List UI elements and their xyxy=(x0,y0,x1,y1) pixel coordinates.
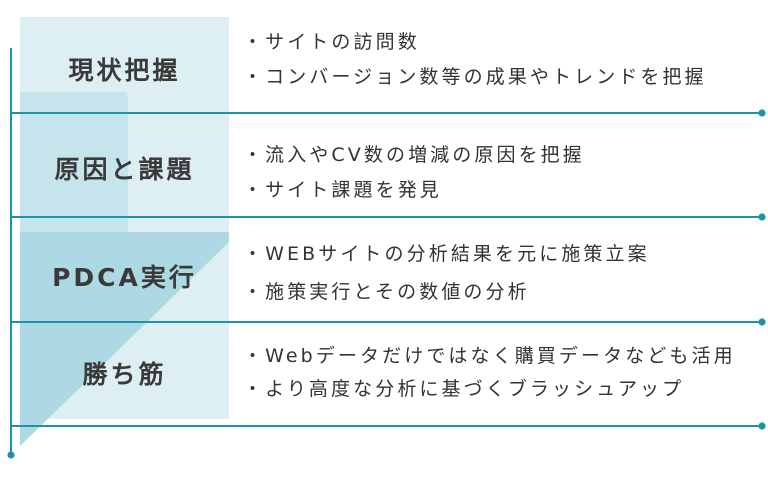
stage-3-bullet-1: ・WEBサイトの分析結果を元に施策立案 xyxy=(243,243,650,265)
stage-1-bullet-1: ・サイトの訪問数 xyxy=(243,31,420,53)
stage-2-bullet-2: ・サイト課題を発見 xyxy=(243,179,442,201)
stage-block-dark xyxy=(20,232,229,446)
stage-3-bullet-2: ・施策実行とその数値の分析 xyxy=(243,281,530,303)
stage-label-3: PDCA実行 xyxy=(52,263,197,292)
stage-2-bullet-1: ・流入やCV数の増減の原因を把握 xyxy=(243,144,585,166)
stage-label-1: 現状把握 xyxy=(68,56,181,85)
separator-dot-2 xyxy=(758,213,766,221)
stage-4-bullet-2: ・より高度な分析に基づくブラッシュアップ xyxy=(243,378,685,400)
separator-dot-4 xyxy=(758,422,766,430)
stage-label-4: 勝ち筋 xyxy=(82,360,167,389)
stage-4-bullet-1: ・Webデータだけではなく購買データなども活用 xyxy=(243,345,736,367)
stage-label-2: 原因と課題 xyxy=(54,155,195,184)
separator-dot-1 xyxy=(758,109,766,117)
stage-1-bullet-2: ・コンバージョン数等の成果やトレンドを把握 xyxy=(243,66,707,88)
separator-dot-3 xyxy=(758,318,766,326)
timeline-end-dot xyxy=(7,451,15,459)
